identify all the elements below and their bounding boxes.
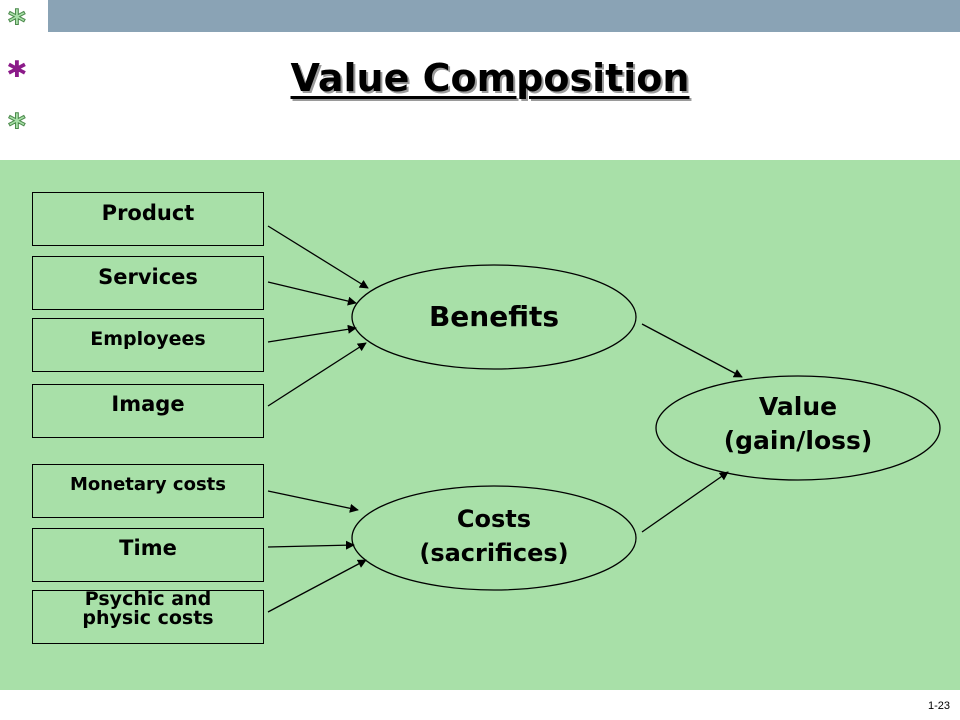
input-label-product: Product — [101, 200, 195, 225]
input-box-psychic-costs: Psychic and physic costs — [32, 590, 264, 644]
input-box-services: Services — [32, 256, 264, 310]
slide-title: Value Composition — [290, 56, 690, 100]
costs-label: Costs (sacrifices) — [352, 502, 636, 570]
input-box-image: Image — [32, 384, 264, 438]
value-label-line2: (gain/loss) — [723, 426, 873, 455]
top-bar — [48, 0, 960, 32]
benefits-label: Benefits — [428, 300, 560, 333]
input-label-time: Time — [119, 535, 177, 560]
costs-label-line2: (sacrifices) — [419, 539, 569, 567]
input-box-time: Time — [32, 528, 264, 582]
input-label-employees: Employees — [90, 327, 206, 350]
costs-label-line1: Costs — [456, 505, 532, 533]
input-label-image: Image — [111, 391, 185, 416]
input-label-services: Services — [98, 264, 198, 289]
value-label: Value (gain/loss) — [656, 390, 940, 458]
input-label-monetary-costs: Monetary costs — [70, 473, 226, 495]
input-box-monetary-costs: Monetary costs — [32, 464, 264, 518]
input-box-employees: Employees — [32, 318, 264, 372]
star-bullet-2: * — [8, 55, 27, 95]
slide-number: 1-23 — [927, 700, 950, 712]
input-label-psychic-costs: Psychic and physic costs — [82, 588, 214, 629]
star-bullet-1: * — [8, 3, 27, 43]
value-label-line1: Value — [758, 392, 838, 421]
input-box-product: Product — [32, 192, 264, 246]
star-bullet-3: * — [8, 107, 27, 147]
